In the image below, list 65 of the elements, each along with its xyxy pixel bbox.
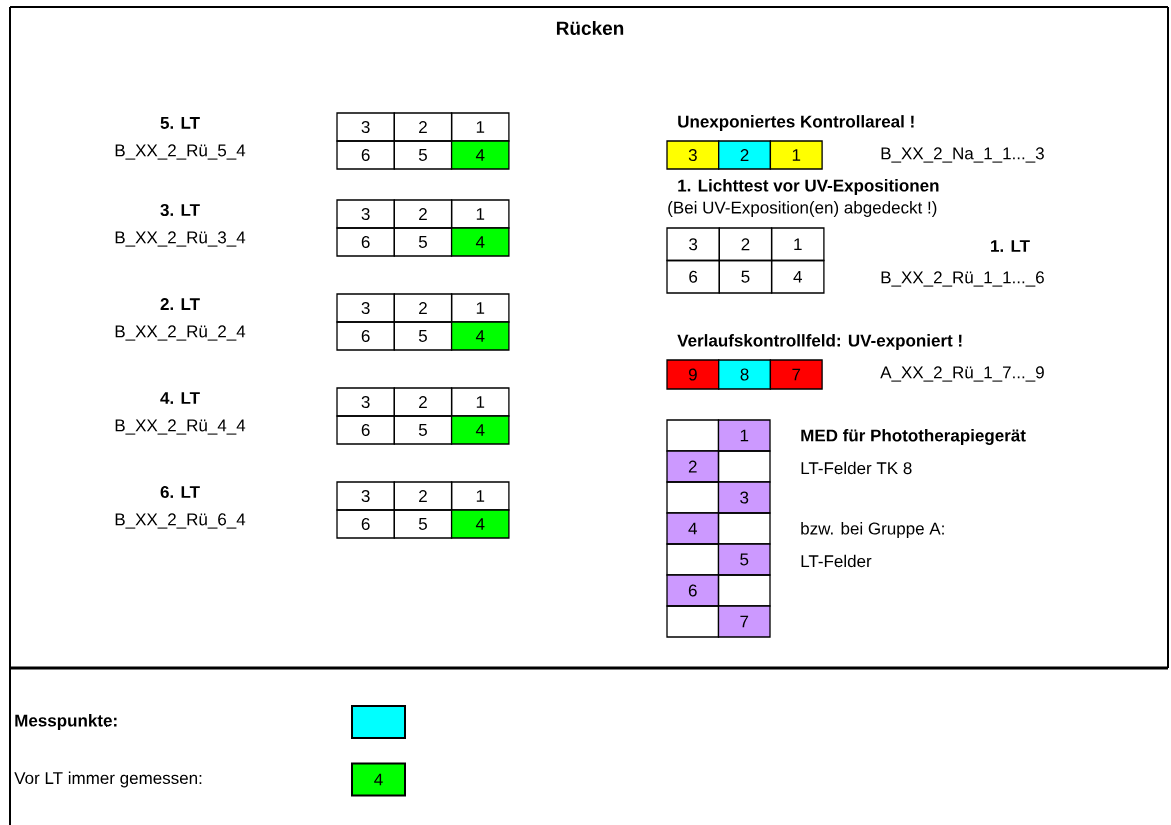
label-text: bzw. bei Gruppe A: <box>801 522 944 538</box>
grid-cell: 6 <box>336 140 395 170</box>
label-text: B_XX_2_Rü_2_4 <box>115 325 246 341</box>
grid-cell: 2 <box>666 450 720 483</box>
grid-cell: 7 <box>769 359 823 390</box>
label-text: (Bei UV-Exposition(en) abgedeckt !) <box>668 201 937 217</box>
grid-cell: 3 <box>336 387 395 417</box>
heading: Unexponiertes Kontrollareal ! <box>678 115 914 131</box>
heading: 4. LT <box>160 392 200 404</box>
grid-cell: 3 <box>336 112 395 142</box>
heading: Verlaufskontrollfeld: UV-exponiert ! <box>677 334 962 350</box>
label-text: B_XX_2_Rü_4_4 <box>115 419 246 435</box>
grid-cell: 2 <box>718 227 773 262</box>
grid-cell: 6 <box>666 574 720 607</box>
grid-cell: 6 <box>336 509 395 539</box>
grid-cell: 2 <box>393 199 453 229</box>
grid-cell: 3 <box>717 481 771 514</box>
label-text: B_XX_2_Na_1_1..._3 <box>881 147 1044 163</box>
grid-cell: 1 <box>769 140 823 170</box>
grid-cell: 4 <box>770 259 825 294</box>
legend-text: Vor LT immer gemessen: <box>14 771 202 788</box>
heading: 1. LT <box>991 240 1030 252</box>
grid-cell: 2 <box>393 112 453 142</box>
label-text: LT-Felder <box>801 554 872 568</box>
grid-cell: 4 <box>666 512 720 545</box>
heading: 5. LT <box>160 117 200 129</box>
grid-cell: 4 <box>450 227 510 257</box>
heading: MED für Phototherapiegerät <box>801 429 1026 445</box>
grid-cell: 2 <box>393 387 453 417</box>
heading: 6. LT <box>160 486 200 498</box>
grid-cell: 2 <box>393 293 453 323</box>
grid-cell: 4 <box>450 509 510 539</box>
grid-cell: 3 <box>336 481 395 511</box>
label-text: B_XX_2_Rü_5_4 <box>115 144 246 160</box>
heading: 2. LT <box>160 298 200 310</box>
grid-cell: 6 <box>336 227 395 257</box>
grid-cell: 5 <box>717 543 771 576</box>
grid-cell: 2 <box>718 140 772 170</box>
grid-cell: 7 <box>717 605 771 638</box>
heading: 1. Lichttest vor UV-Expositionen <box>678 179 939 195</box>
label-text: B_XX_2_Rü_6_4 <box>115 513 246 529</box>
grid-cell: 3 <box>666 227 720 262</box>
grid-cell: 6 <box>336 321 395 351</box>
heading: 3. LT <box>160 203 200 217</box>
grid-cell: 4 <box>450 415 510 445</box>
grid-cell: 3 <box>336 293 395 323</box>
grid-cell: 3 <box>336 199 395 229</box>
legend-text: Messpunkte: <box>15 714 117 730</box>
title: Rücken <box>556 21 624 35</box>
label-text: B_XX_2_Rü_3_4 <box>115 231 246 247</box>
grid-cell: 3 <box>666 140 720 170</box>
label-text: B_XX_2_Rü_1_1..._6 <box>881 271 1044 287</box>
grid-cell: 2 <box>393 481 453 511</box>
grid-cell: 4 <box>450 140 510 170</box>
grid-cell: 9 <box>666 359 720 390</box>
grid-cell: 8 <box>718 359 772 390</box>
grid-cell: 4 <box>450 321 510 351</box>
label-text: A_XX_2_Rü_1_7..._9 <box>880 366 1044 382</box>
label-text: LT-Felder TK 8 <box>801 461 912 475</box>
grid-cell: 6 <box>336 415 395 445</box>
grid-cell: 1 <box>717 419 771 452</box>
grid-cell: 6 <box>666 259 720 294</box>
grid-cell: 5 <box>718 259 773 294</box>
grid-cell: 1 <box>770 227 825 262</box>
label-text: 4 <box>374 773 383 786</box>
